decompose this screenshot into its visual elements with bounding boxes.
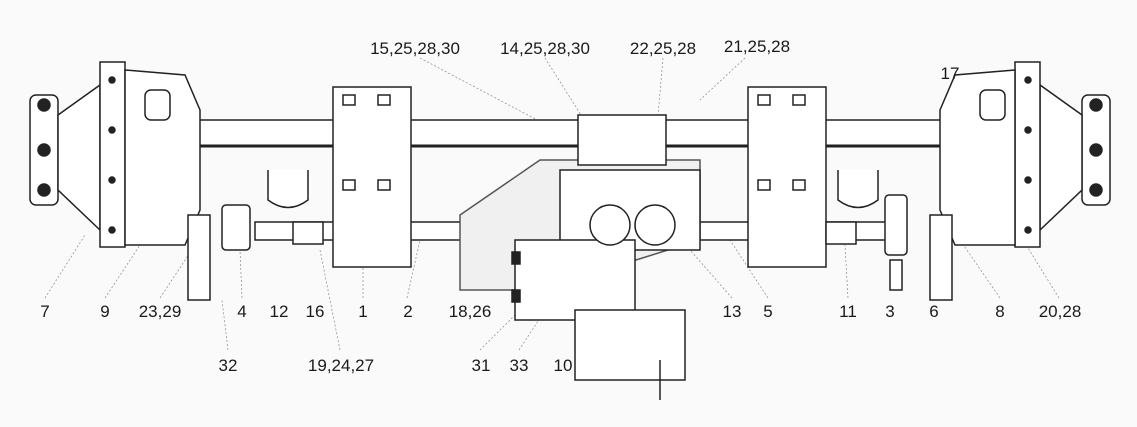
callout-18-26: 18,26 [448, 302, 492, 321]
callout-33: 33 [509, 356, 529, 375]
callout-13: 13 [722, 302, 742, 321]
callout-15-25-28-30: 15,25,28,30 [370, 39, 460, 58]
callout-5: 5 [763, 302, 773, 321]
callout-1: 1 [358, 302, 368, 321]
callout-6: 6 [929, 302, 939, 321]
callout-17: 17 [940, 64, 960, 83]
callout-4: 4 [237, 302, 247, 321]
callout-9: 9 [100, 302, 110, 321]
left-wheel-hub [29, 61, 201, 248]
brake-units [187, 194, 953, 301]
callout-32: 32 [218, 356, 238, 375]
callout-8: 8 [995, 302, 1005, 321]
callout-22-25-28: 22,25,28 [629, 39, 697, 58]
callout-21-25-28: 21,25,28 [723, 37, 791, 56]
callout-23-29: 23,29 [138, 302, 182, 321]
callout-11: 11 [839, 302, 857, 321]
callout-7: 7 [40, 302, 50, 321]
differential-housing [459, 114, 701, 400]
callout-19-24-27: 19,24,27 [307, 356, 375, 375]
callout-20-28: 20,28 [1038, 302, 1082, 321]
right-wheel-hub [939, 61, 1111, 248]
mounting-clamps [267, 86, 879, 268]
callout-12: 12 [269, 302, 289, 321]
callout-3: 3 [885, 302, 895, 321]
callout-10: 10 [553, 356, 573, 375]
callout-31: 31 [471, 356, 491, 375]
callout-2: 2 [403, 302, 413, 321]
callout-14-25-28-30: 14,25,28,30 [500, 39, 590, 58]
callout-16: 16 [305, 302, 325, 321]
